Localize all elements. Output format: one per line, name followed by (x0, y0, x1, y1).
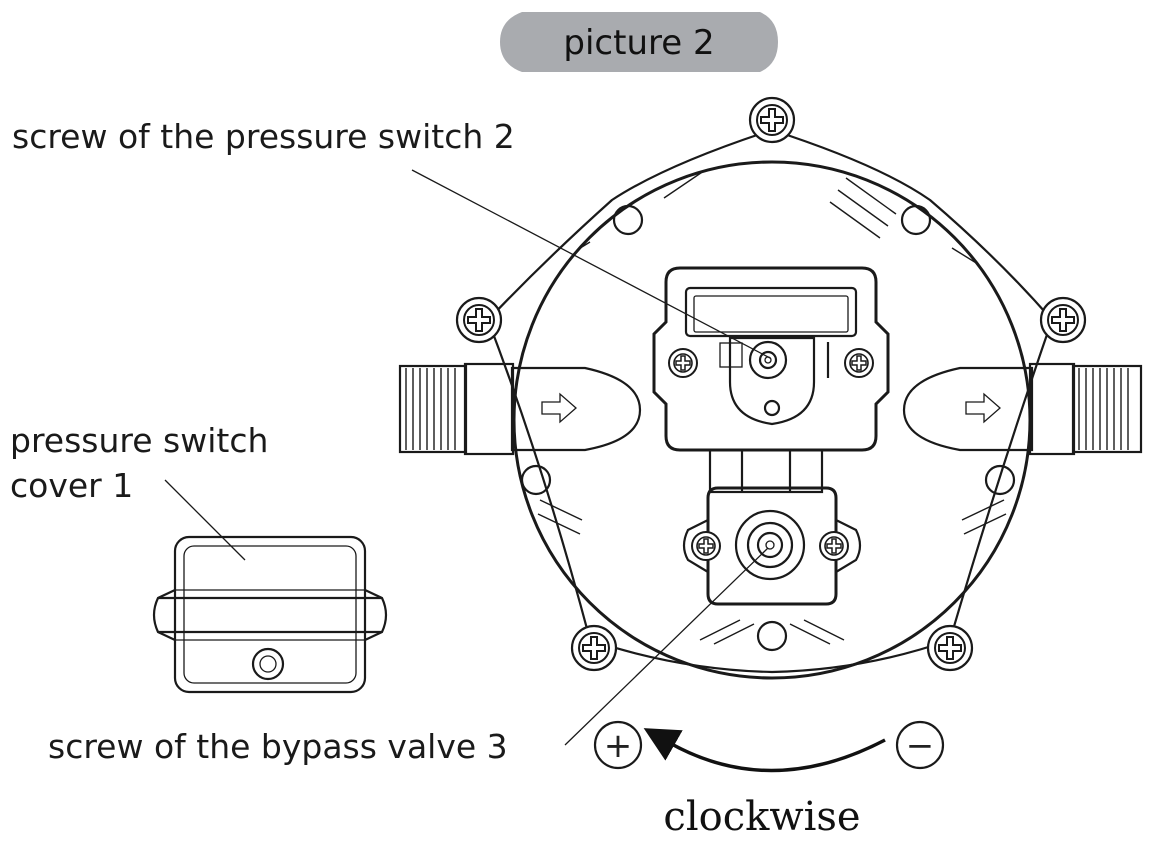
screw-icon (819, 531, 849, 561)
pump-head (398, 96, 1143, 680)
screw-icon (691, 531, 721, 561)
label-pressure-switch-cover-line1: pressure switch (10, 421, 268, 460)
screw-icon (455, 296, 503, 344)
inlet-port (398, 362, 642, 456)
minus-circle-icon (895, 720, 945, 770)
direction-indicator: + − clockwise (593, 720, 945, 840)
flow-arrow-icon (965, 392, 1001, 424)
leader-pressure-switch-screw (411, 169, 771, 359)
connecting-channel (708, 448, 824, 494)
leader-bypass-valve-screw (564, 547, 769, 746)
label-bypass-valve-screw: screw of the bypass valve 3 (48, 727, 508, 766)
title-badge: picture 2 (500, 12, 778, 72)
screw-icon (926, 624, 974, 672)
plus-circle-icon (593, 720, 643, 770)
screw-icon (668, 348, 698, 378)
plus-symbol: + (604, 726, 633, 766)
outlet-port (902, 362, 1143, 456)
flow-arrow-icon (541, 392, 577, 424)
pressure-switch-cover (152, 535, 388, 694)
screw-icon (844, 348, 874, 378)
screw-icon (570, 624, 618, 672)
leader-pressure-switch-cover (164, 479, 246, 561)
pressure-switch-housing (652, 266, 890, 452)
label-pressure-switch-cover-line2: cover 1 (10, 466, 133, 505)
screw-icon (1039, 296, 1087, 344)
curved-arrow-icon (643, 728, 886, 773)
bypass-valve (682, 486, 862, 606)
screw-icon (748, 96, 796, 144)
direction-label: clockwise (663, 794, 860, 840)
page-title: picture 2 (563, 23, 714, 63)
label-pressure-switch-screw: screw of the pressure switch 2 (12, 117, 515, 156)
minus-symbol: − (906, 726, 935, 766)
